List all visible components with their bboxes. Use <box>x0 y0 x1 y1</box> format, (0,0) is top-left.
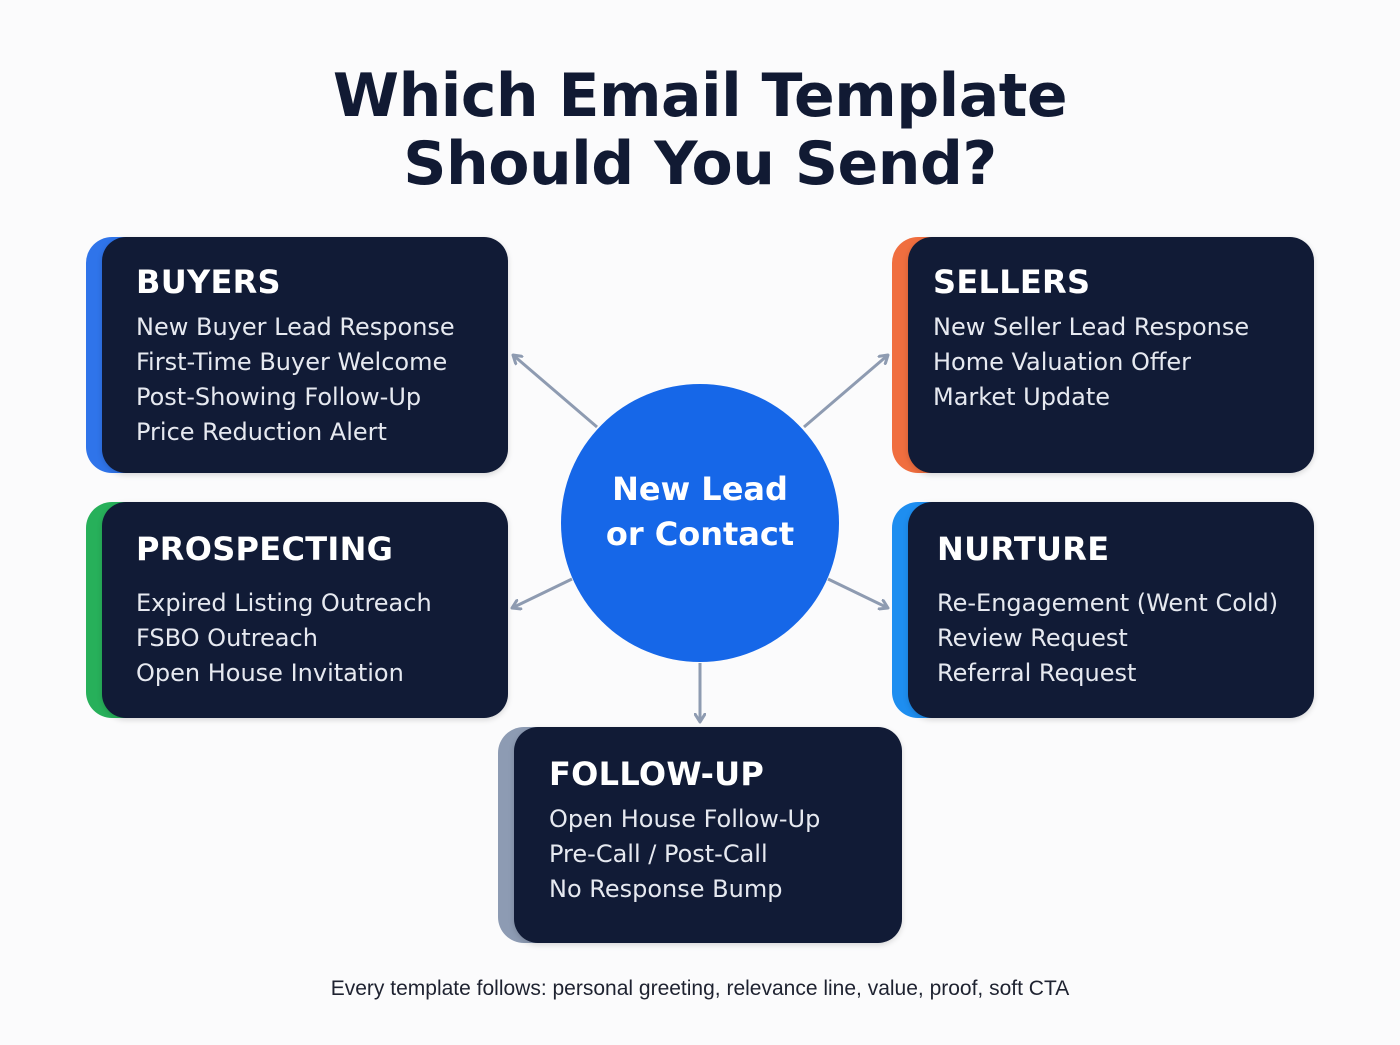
template-item: First-Time Buyer Welcome <box>136 348 448 376</box>
arrow-to-sellers <box>803 355 888 429</box>
arrow-to-prospecting <box>512 577 573 608</box>
template-list: Re-Engagement (Went Cold) Review Request… <box>937 586 1278 691</box>
card-body <box>514 727 902 943</box>
title-line-2: Should You Send? <box>403 129 997 199</box>
template-list: Open House Follow-Up Pre-Call / Post-Cal… <box>549 802 820 907</box>
card-body <box>102 502 508 718</box>
template-item: Open House Follow-Up <box>549 805 821 833</box>
hub-label: New Lead or Contact <box>606 467 794 557</box>
arrow-to-buyers <box>513 355 598 429</box>
card-heading: BUYERS <box>136 263 281 301</box>
category-card-prospecting: PROSPECTING Expired Listing Outreach FSB… <box>86 502 508 718</box>
category-card-follow-up: FOLLOW-UP Open House Follow-Up Pre-Call … <box>498 727 902 943</box>
hub-label-line-2: or Contact <box>605 515 795 553</box>
template-item: Open House Invitation <box>136 659 404 687</box>
template-item: Review Request <box>937 624 1128 652</box>
template-item: No Response Bump <box>549 875 783 903</box>
template-item: New Buyer Lead Response <box>136 313 455 341</box>
card-heading: FOLLOW-UP <box>549 755 765 793</box>
template-item: Expired Listing Outreach <box>136 589 432 617</box>
category-card-buyers: BUYERS New Buyer Lead Response First-Tim… <box>86 237 508 473</box>
template-list: Expired Listing Outreach FSBO Outreach O… <box>136 586 432 691</box>
template-item: FSBO Outreach <box>136 624 318 652</box>
card-heading: SELLERS <box>933 263 1091 301</box>
title-line-1: Which Email Template <box>332 61 1068 131</box>
arrow-to-nurture <box>827 577 888 608</box>
template-item: Referral Request <box>937 659 1137 687</box>
footer-note: Every template follows: personal greetin… <box>330 977 1070 1000</box>
template-list: New Seller Lead Response Home Valuation … <box>933 310 1249 415</box>
template-item: Price Reduction Alert <box>136 418 387 446</box>
template-item: New Seller Lead Response <box>933 313 1250 341</box>
card-heading: PROSPECTING <box>136 530 394 568</box>
page-title: Which Email Template Should You Send? <box>0 62 1400 198</box>
template-item: Pre-Call / Post-Call <box>549 840 768 868</box>
template-item: Market Update <box>933 383 1111 411</box>
category-card-sellers: SELLERS New Seller Lead Response Home Va… <box>892 237 1314 473</box>
template-item: Home Valuation Offer <box>933 348 1192 376</box>
template-item: Re-Engagement (Went Cold) <box>937 589 1279 617</box>
hub-label-line-1: New Lead <box>612 470 788 508</box>
category-card-nurture: NURTURE Re-Engagement (Went Cold) Review… <box>892 502 1314 718</box>
card-body <box>908 502 1314 718</box>
hub-node: New Lead or Contact <box>561 384 839 662</box>
card-heading: NURTURE <box>937 530 1110 568</box>
template-item: Post-Showing Follow-Up <box>136 383 422 411</box>
template-list: New Buyer Lead Response First-Time Buyer… <box>136 310 455 450</box>
card-body <box>102 237 508 473</box>
card-body <box>908 237 1314 473</box>
